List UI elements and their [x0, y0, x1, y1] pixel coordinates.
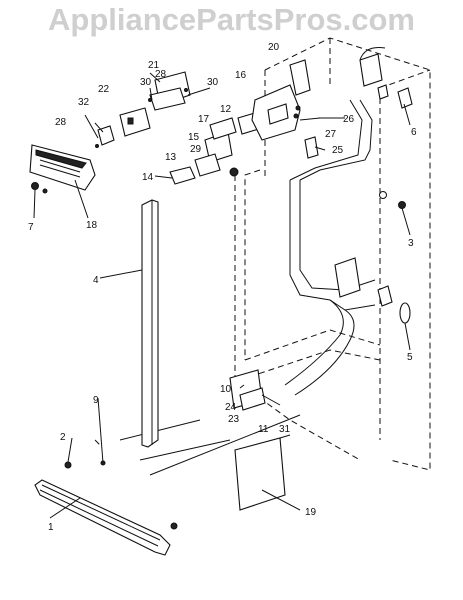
callout-7: 7	[28, 222, 34, 233]
callout-22: 22	[98, 84, 110, 95]
callout-30-right: 30	[207, 77, 219, 88]
part-21-bracket	[149, 71, 191, 111]
callout-5: 5	[407, 352, 413, 363]
callout-6: 6	[411, 127, 417, 138]
screw-icon	[42, 188, 48, 194]
leader-lines	[33, 72, 411, 519]
callout-31: 31	[279, 424, 291, 435]
callout-23: 23	[228, 414, 240, 425]
part-18-control-panel	[29, 144, 96, 191]
callout-17: 17	[198, 114, 210, 125]
callout-28-left: 28	[55, 117, 67, 128]
screw-icon	[398, 201, 406, 209]
callout-24: 24	[225, 402, 237, 413]
callout-15: 15	[188, 132, 200, 143]
part-5-light-socket	[334, 257, 411, 324]
callout-19: 19	[305, 507, 317, 518]
part-29-actuator	[194, 153, 239, 177]
part-22-switch	[119, 107, 151, 137]
callout-12: 12	[220, 104, 232, 115]
part-10-bracket	[229, 369, 281, 411]
callout-4: 4	[93, 275, 99, 286]
callout-27: 27	[325, 129, 337, 140]
callout-2: 2	[60, 432, 66, 443]
part-19-kick-panel	[234, 434, 291, 511]
callout-3: 3	[408, 238, 414, 249]
part-1-grille	[34, 479, 171, 556]
part-16-duct	[251, 84, 301, 141]
part-20-bracket	[289, 59, 311, 96]
door-edge	[119, 419, 201, 441]
callout-30-left: 30	[140, 77, 152, 88]
screw-icon	[31, 182, 39, 190]
callout-13: 13	[165, 152, 177, 163]
callout-16: 16	[235, 70, 247, 81]
callout-28-top: 28	[155, 69, 167, 80]
callout-21: 21	[148, 60, 160, 71]
callout-14: 14	[142, 172, 154, 183]
callout-29: 29	[190, 144, 202, 155]
callout-25: 25	[332, 145, 344, 156]
part-4-trim-strip	[141, 199, 159, 448]
part-6-light-socket	[359, 47, 413, 109]
callout-10: 10	[220, 384, 232, 395]
callout-26: 26	[343, 114, 355, 125]
callout-11: 11	[258, 424, 269, 435]
callouts: 1 2 3 4 5 6 7 9 10 11 12 13 14 15 16 17 …	[28, 42, 417, 533]
part-25-thermostat	[304, 136, 319, 159]
screw-icon	[64, 461, 72, 469]
callout-20: 20	[268, 42, 280, 53]
callout-32: 32	[78, 97, 90, 108]
screw-icon	[170, 522, 178, 530]
callout-1: 1	[48, 522, 54, 533]
watermark: AppliancePartsPros.com	[48, 2, 415, 37]
part-14-cover	[169, 166, 196, 185]
callout-9: 9	[93, 395, 99, 406]
grommet-icon	[379, 191, 387, 199]
callout-18: 18	[86, 220, 98, 231]
